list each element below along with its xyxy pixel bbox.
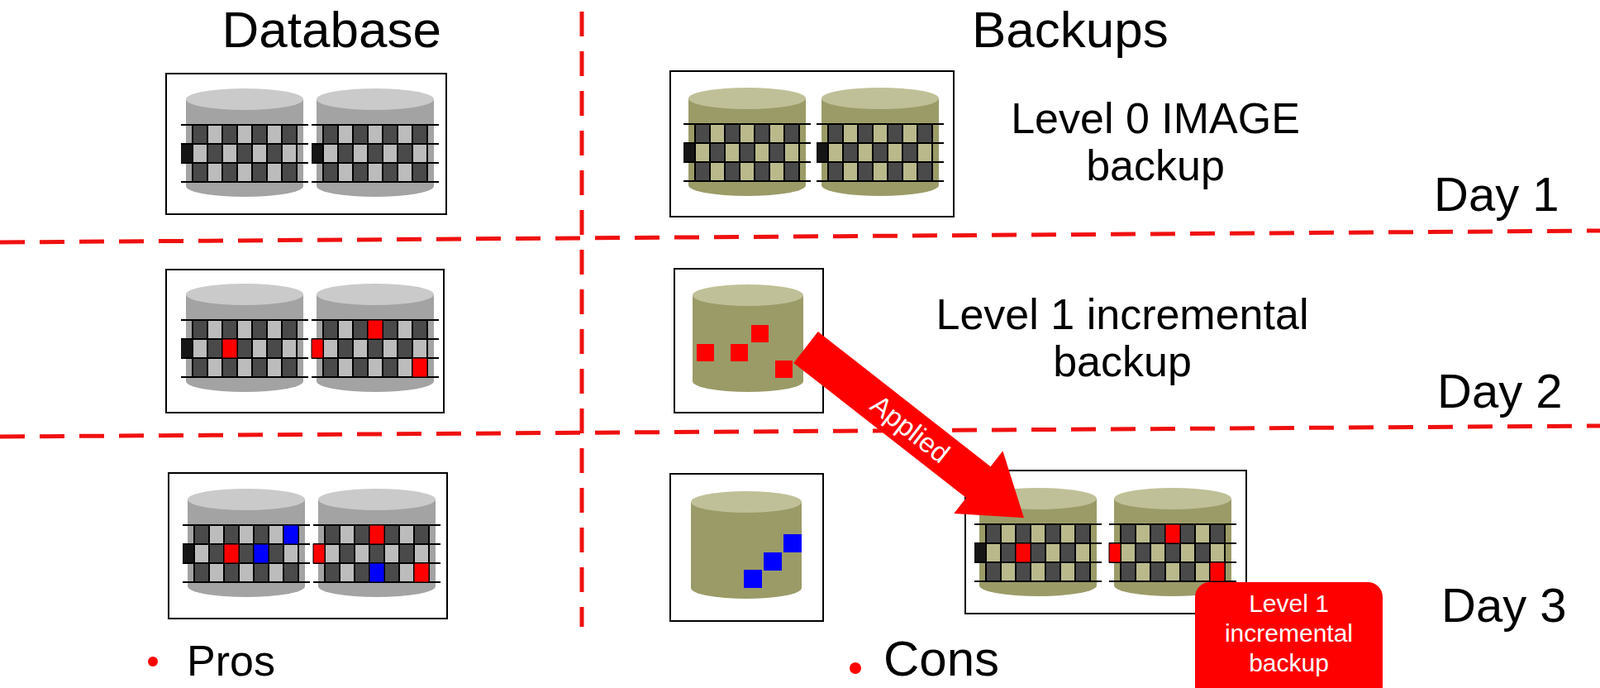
arrow-label: Applied — [864, 389, 955, 469]
day-label: Day 1 — [1433, 167, 1560, 221]
backup-cylinder — [683, 87, 811, 196]
divider-line — [0, 230, 1600, 243]
column-heading: Backups — [971, 1, 1169, 58]
backup-frame — [670, 71, 954, 217]
callout-text: Level 1 incremental backup — [1204, 588, 1373, 678]
backup-frame — [670, 473, 824, 621]
changed-blocks — [1109, 523, 1225, 581]
bullet-dot — [849, 661, 862, 674]
day-label: Day 3 — [1441, 578, 1567, 632]
bullet-dot — [147, 656, 158, 667]
backup-cylinder — [816, 87, 944, 196]
applied-arrow — [780, 315, 1048, 549]
divider-line — [0, 425, 1600, 437]
database-cylinder — [180, 88, 309, 197]
database-cylinder — [313, 488, 441, 597]
changed-blocks — [222, 338, 238, 358]
changed-blocks — [696, 324, 793, 378]
backup-frame — [674, 268, 824, 413]
database-cylinder — [180, 283, 309, 392]
database-frame — [166, 73, 447, 215]
database-frame — [166, 269, 444, 413]
column-heading: Database — [222, 1, 442, 58]
database-cylinder — [311, 283, 439, 392]
bullet-text: Pros — [186, 637, 276, 685]
changed-blocks — [1015, 542, 1031, 562]
backup-caption: Level 0 IMAGE backup — [973, 95, 1338, 190]
database-cylinder — [311, 88, 439, 197]
bullet-text: Cons — [883, 631, 1000, 686]
divider-line — [580, 11, 585, 627]
changed-blocks — [743, 533, 802, 588]
database-frame — [168, 472, 448, 619]
incremental-cylinder — [690, 490, 802, 599]
database-cylinder — [182, 488, 310, 597]
callout-badge: Level 1 incremental backup — [1195, 581, 1383, 688]
changed-blocks — [223, 524, 299, 563]
day-label: Day 2 — [1437, 364, 1563, 418]
changed-blocks — [311, 319, 428, 377]
backup-caption: Level 1 incremental backup — [915, 290, 1329, 386]
changed-blocks — [313, 524, 429, 582]
incremental-cylinder — [692, 284, 804, 392]
backup-cylinder — [1109, 487, 1237, 596]
